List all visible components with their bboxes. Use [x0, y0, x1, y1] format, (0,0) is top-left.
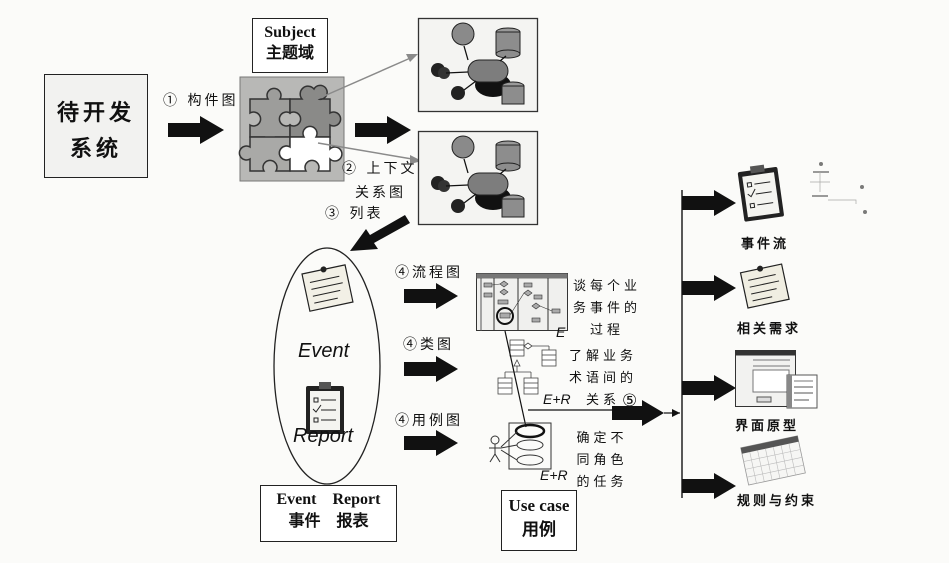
usecase-note: 确定不 同角色 的任务	[572, 428, 632, 494]
arrow-output-3	[682, 375, 736, 401]
step1-label: ① 构件图	[163, 90, 238, 110]
arrow-to-event-report	[350, 215, 410, 251]
step1-number: ①	[163, 93, 180, 109]
event-word: Event	[298, 340, 350, 362]
class-note-line1: 了解业务	[568, 349, 637, 364]
output-label-2: 相关需求	[737, 322, 802, 337]
class-note-line2: 术语间的	[568, 371, 637, 386]
usecase-caption-box: Use case 用例	[501, 490, 577, 551]
context-diagram-bottom	[417, 130, 539, 226]
class-note: 了解业务 术语间的 关系	[568, 346, 638, 412]
flow-note-line3: 过程	[589, 323, 624, 338]
event-report-caption-box: Event Report 事件 报表	[260, 485, 397, 542]
arrow-output-1	[682, 190, 736, 216]
usecase-note-line2: 同角色	[576, 453, 628, 468]
arrow-output-4	[682, 473, 736, 499]
step2-text-line1: 上下文	[366, 161, 418, 177]
output-label-4: 规则与约束	[737, 494, 818, 509]
step4-flow-text: 流程图	[412, 265, 463, 281]
usecase-tag: E+R	[540, 467, 568, 483]
system-box-line1: 待开发	[56, 100, 135, 126]
step4-usecase-number: ④	[395, 413, 412, 429]
arrow-to-context	[355, 116, 411, 144]
puzzle-subject-image	[238, 76, 345, 182]
arrow-step4-flow	[404, 283, 458, 309]
caption-report-cn: 报表	[336, 513, 369, 530]
usecase-thumbnail	[489, 422, 552, 470]
flow-note-line1: 谈每个业	[572, 279, 641, 294]
step2-label: ② 上下文	[342, 158, 417, 178]
arrow-step4-usecase	[404, 430, 458, 456]
actor-icon	[489, 435, 501, 463]
usecase-note-line3: 的任务	[576, 475, 628, 490]
clipboard-checklist-icon	[737, 164, 784, 222]
flowchart-thumbnail	[476, 273, 568, 331]
note-paper-icon	[301, 264, 354, 312]
flow-note-line2: 务事件的	[572, 301, 641, 316]
subject-box: Subject 主题域	[252, 18, 328, 73]
clipboard-checklist-icon	[306, 382, 344, 434]
output-bus-line	[681, 190, 683, 498]
arrow-to-subject	[168, 116, 224, 144]
step3-label: ③ 列表	[325, 203, 383, 223]
subject-cn: 主题域	[265, 45, 314, 62]
usecase-caption-en: Use case	[508, 496, 570, 515]
output-label-3: 界面原型	[735, 419, 800, 434]
window-dialog-icon	[735, 350, 818, 409]
step4-flow-number: ④	[395, 265, 412, 281]
step4-class-text: 类图	[420, 337, 454, 353]
calendar-grid-icon	[740, 435, 806, 486]
step4-usecase-text: 用例图	[412, 413, 463, 429]
caption-event-cn: 事件	[288, 513, 321, 530]
subject-en: Subject	[264, 24, 316, 41]
step2-text-line2: 关系图	[355, 185, 406, 201]
report-word: Report	[293, 425, 354, 447]
event-report-ellipse	[273, 247, 381, 485]
context-diagram-top	[417, 17, 539, 113]
step4-class-label: ④类图	[403, 334, 454, 354]
step4-flow-label: ④流程图	[395, 262, 463, 282]
class-diagram-thumbnail	[497, 339, 557, 395]
output-label-1: 事件流	[741, 237, 790, 252]
system-to-develop-box: 待开发 系统	[44, 74, 148, 178]
note-paper-icon	[739, 263, 790, 309]
step3-text: 列表	[349, 206, 384, 222]
step2-number: ②	[342, 161, 359, 177]
step3-number: ③	[325, 206, 342, 222]
arrow-step4-class	[404, 356, 458, 382]
flowchart-tag: E	[556, 324, 566, 340]
caption-event-en: Event	[276, 491, 317, 508]
usecase-caption-cn: 用例	[522, 520, 556, 539]
step1-text: 构件图	[187, 93, 239, 109]
usecase-note-line1: 确定不	[576, 431, 628, 446]
arrow-output-2	[682, 275, 736, 301]
arrow-step5	[612, 400, 680, 426]
system-box-line2: 系统	[69, 136, 122, 162]
flow-note: 谈每个业 务事件的 过程	[572, 276, 642, 342]
step4-usecase-label: ④用例图	[395, 410, 463, 430]
step4-class-number: ④	[403, 337, 420, 353]
faint-activity-diagram	[810, 162, 867, 214]
class-note-line3: 关系	[585, 393, 620, 408]
caption-report-en: Report	[332, 491, 381, 508]
class-tag: E+R	[543, 391, 571, 407]
